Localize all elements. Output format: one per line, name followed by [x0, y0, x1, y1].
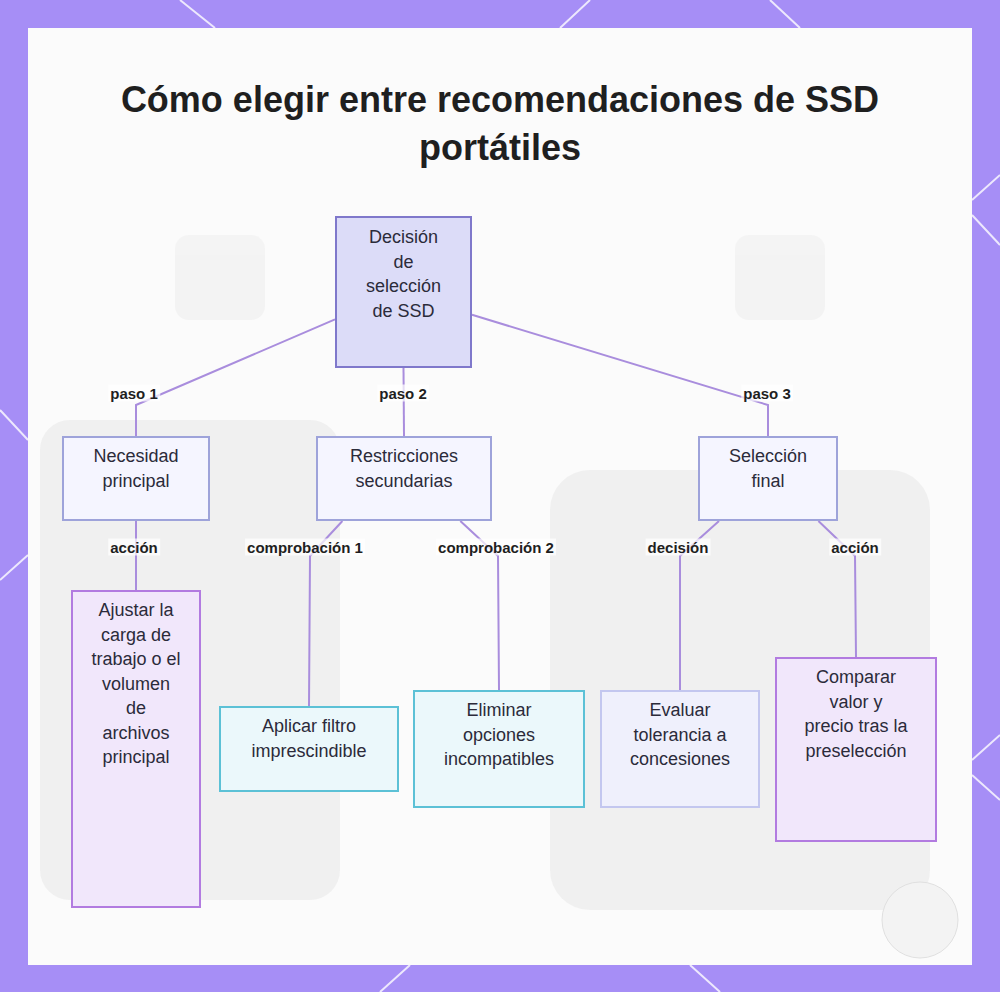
check-box: Eliminar opciones incompatibles — [413, 690, 585, 808]
node-text: Aplicar filtro imprescindible — [233, 714, 385, 763]
corner-badge — [882, 882, 958, 958]
step-box: Selección final — [698, 436, 838, 521]
decision-box: Evaluar tolerancia a concesiones — [600, 690, 760, 808]
node-text: Evaluar tolerancia a concesiones — [616, 698, 744, 772]
step-box: Restricciones secundarias — [316, 436, 492, 521]
root-box: Decisión de selección de SSD — [335, 216, 472, 368]
node-text: Selección final — [712, 444, 824, 493]
node-text: Restricciones secundarias — [330, 444, 478, 493]
edge-label: comprobación 2 — [436, 539, 556, 556]
node-text: Comparar valor y precio tras la preselec… — [803, 665, 909, 763]
check-box: Aplicar filtro imprescindible — [219, 706, 399, 792]
action-box: Ajustar la carga de trabajo o el volumen… — [71, 590, 201, 908]
edge-label: paso 1 — [108, 385, 160, 402]
edge-label: comprobación 1 — [245, 539, 365, 556]
edge-label: acción — [108, 539, 160, 556]
diagram-title: Cómo elegir entre recomendaciones de SSD… — [110, 76, 890, 172]
panel — [28, 28, 972, 965]
edge-label: paso 2 — [377, 385, 429, 402]
action-box: Comparar valor y precio tras la preselec… — [775, 657, 937, 842]
edge-label: acción — [829, 539, 881, 556]
node-text: Necesidad principal — [76, 444, 196, 493]
edge-label: decisión — [646, 539, 711, 556]
connector — [472, 315, 768, 436]
node-text: Decisión de selección de SSD — [361, 225, 446, 323]
edge-label: paso 3 — [741, 385, 793, 402]
connector — [136, 319, 335, 436]
step-box: Necesidad principal — [62, 436, 210, 521]
connector — [403, 368, 406, 436]
connector — [135, 521, 137, 590]
node-text: Eliminar opciones incompatibles — [429, 698, 569, 772]
node-text: Ajustar la carga de trabajo o el volumen… — [91, 598, 181, 770]
